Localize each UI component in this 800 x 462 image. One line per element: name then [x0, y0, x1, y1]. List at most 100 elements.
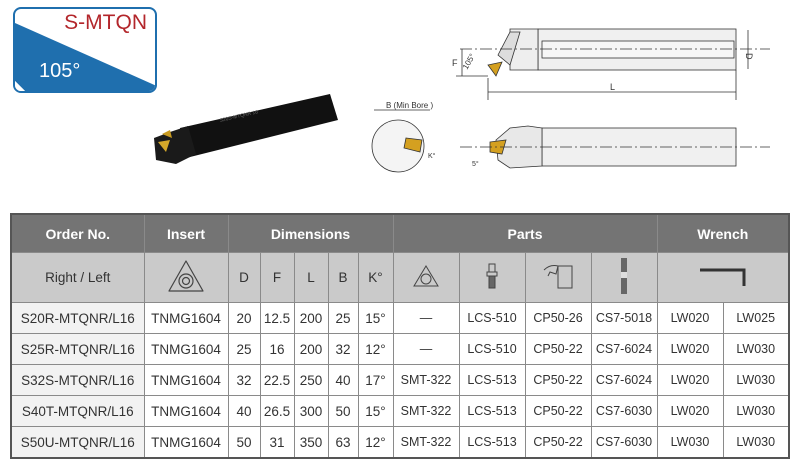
dim-D: 32 [227, 364, 261, 396]
label-D: D [744, 53, 754, 60]
triangle-insert-icon [143, 252, 229, 303]
label-K: K° [428, 152, 436, 160]
insert: TNMG1604 [143, 333, 229, 365]
header-row: Order No. Insert Dimensions Parts Wrench [10, 213, 790, 253]
shim-icon [392, 252, 460, 303]
order-no: S40T-MTQNR/L16 [10, 395, 145, 427]
part-pin: CS7-5018 [590, 302, 658, 334]
dim-L: 200 [293, 333, 329, 365]
technical-drawing: F 105° D L B (Min Bore ) K° 5° [371, 28, 770, 173]
clamp-icon [524, 252, 592, 303]
hex-key-icon [656, 252, 790, 303]
dim-F: 26.5 [259, 395, 295, 427]
label-105: 105° [461, 52, 477, 71]
part-shim: — [392, 333, 460, 365]
dim-L: 350 [293, 426, 329, 459]
wrench-2: LW030 [722, 364, 790, 396]
wrench-2: LW030 [722, 395, 790, 427]
dim-L: 250 [293, 364, 329, 396]
dim-B: 25 [327, 302, 359, 334]
order-no: S32S-MTQNR/L16 [10, 364, 145, 396]
logo-angle: 105° [39, 60, 81, 82]
header-order: Order No. [10, 213, 145, 253]
dim-B: 40 [327, 364, 359, 396]
dim-K: 12° [357, 426, 394, 459]
subheader-K: K° [357, 252, 394, 303]
part-pin: CS7-6030 [590, 426, 658, 459]
dim-L: 200 [293, 302, 329, 334]
subheader-F: F [259, 252, 295, 303]
wrench-2: LW030 [722, 333, 790, 365]
logo-background [15, 23, 155, 91]
part-shim: SMT-322 [392, 364, 460, 396]
wrench-1: LW020 [656, 302, 724, 334]
subheader-B: B [327, 252, 359, 303]
tool-holder-photo: S20S-MTQNR 16 [154, 94, 338, 164]
part-pin: CS7-6030 [590, 395, 658, 427]
part-clamp: CP50-22 [524, 426, 592, 459]
wrench-1: LW020 [656, 395, 724, 427]
part-pin: CS7-6024 [590, 333, 658, 365]
dim-F: 22.5 [259, 364, 295, 396]
order-no: S20R-MTQNR/L16 [10, 302, 145, 334]
wrench-1: LW020 [656, 364, 724, 396]
wrench-1: LW020 [656, 333, 724, 365]
dim-D: 50 [227, 426, 261, 459]
label-L: L [610, 82, 615, 92]
insert: TNMG1604 [143, 426, 229, 459]
label-B: B (Min Bore ) [386, 101, 433, 110]
part-shim: SMT-322 [392, 395, 460, 427]
dim-D: 20 [227, 302, 261, 334]
product-logo-badge: S-MTQN 105° [13, 7, 157, 93]
dim-K: 15° [357, 395, 394, 427]
header-dimensions: Dimensions [227, 213, 394, 253]
part-screw: LCS-513 [458, 364, 526, 396]
part-clamp: CP50-26 [524, 302, 592, 334]
wrench-1: LW030 [656, 426, 724, 459]
header-insert: Insert [143, 213, 229, 253]
dim-F: 31 [259, 426, 295, 459]
subheader-row: Right / Left D F L B K° [10, 252, 790, 303]
part-shim: SMT-322 [392, 426, 460, 459]
part-screw: LCS-510 [458, 333, 526, 365]
dim-B: 63 [327, 426, 359, 459]
dim-B: 50 [327, 395, 359, 427]
wrench-2: LW025 [722, 302, 790, 334]
label-F: F [452, 58, 458, 68]
dim-K: 12° [357, 333, 394, 365]
header-parts: Parts [392, 213, 658, 253]
order-no: S25R-MTQNR/L16 [10, 333, 145, 365]
header-wrench: Wrench [656, 213, 790, 253]
part-clamp: CP50-22 [524, 333, 592, 365]
part-shim: — [392, 302, 460, 334]
insert: TNMG1604 [143, 364, 229, 396]
dim-D: 25 [227, 333, 261, 365]
part-clamp: CP50-22 [524, 364, 592, 396]
part-clamp: CP50-22 [524, 395, 592, 427]
part-screw: LCS-510 [458, 302, 526, 334]
dim-D: 40 [227, 395, 261, 427]
dim-K: 17° [357, 364, 394, 396]
part-screw: LCS-513 [458, 395, 526, 427]
dim-F: 12.5 [259, 302, 295, 334]
dim-K: 15° [357, 302, 394, 334]
dim-F: 16 [259, 333, 295, 365]
screw-icon [458, 252, 526, 303]
pin-icon [590, 252, 658, 303]
spec-table: Order No. Insert Dimensions Parts Wrench… [10, 213, 790, 459]
subheader-D: D [227, 252, 261, 303]
subheader-right-left: Right / Left [10, 252, 145, 303]
dim-B: 32 [327, 333, 359, 365]
dim-L: 300 [293, 395, 329, 427]
subheader-L: L [293, 252, 329, 303]
label-5: 5° [472, 160, 479, 168]
logo-title: S-MTQN [64, 11, 147, 34]
insert: TNMG1604 [143, 302, 229, 334]
insert: TNMG1604 [143, 395, 229, 427]
part-screw: LCS-513 [458, 426, 526, 459]
